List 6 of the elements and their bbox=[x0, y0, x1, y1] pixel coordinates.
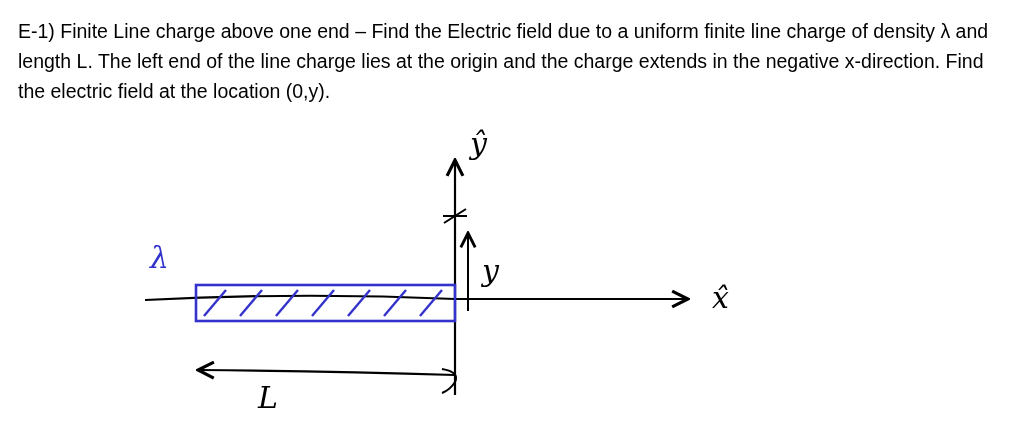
distance-label: y bbox=[482, 255, 499, 287]
length-label: L bbox=[258, 382, 278, 414]
charge-density-label: λ bbox=[150, 242, 169, 274]
axis-label: ŷ bbox=[470, 128, 487, 160]
axis-label: x̂ bbox=[712, 282, 729, 314]
problem-text: E-1) Finite Line charge above one end – Find the Electric field due to a uniform finite line charge of density λ and length L. The left end of the line charge lies at the origin and the charge extends in the negative x-direction. Find the electric field at the location (0,y). bbox=[18, 19, 990, 104]
